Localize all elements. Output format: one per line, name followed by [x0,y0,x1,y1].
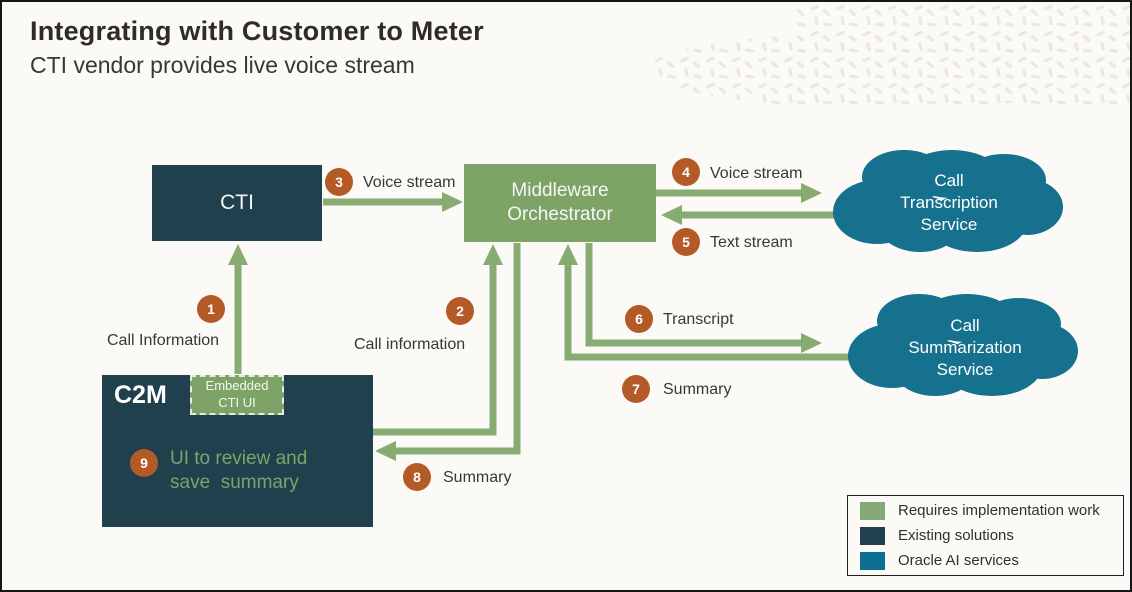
legend-swatch-implementation [860,501,885,520]
summarization-cloud-label: Call Summarization Service [908,316,1022,379]
flow-badge-1: 1 [197,295,225,323]
flow-label-5: Text stream [710,234,793,251]
decorative-texture [647,2,1130,108]
arrowhead-3 [442,192,463,212]
arrowhead-6 [801,333,822,353]
legend-row-oracle-ai: Oracle AI services [860,551,1111,570]
legend-label-existing: Existing solutions [898,527,1014,544]
transcription-cloud-label: Call Transcription Service [900,171,998,234]
flow-label-7: Summary [663,381,732,398]
flow-label-1: Call Information [107,332,220,349]
arrowhead-7 [558,244,578,265]
legend-label-implementation: Requires implementation work [898,502,1100,519]
middleware-orchestrator-node: Middleware Orchestrator [464,164,656,242]
arrowhead-1 [228,244,248,265]
legend-label-oracle-ai: Oracle AI services [898,552,1019,569]
flow-badge-4: 4 [672,158,700,186]
summarization-cloud-shape [848,294,1078,396]
flow-badge-3: 3 [325,168,353,196]
c2m-note: UI to review and save summary [170,448,308,493]
arrowhead-5 [661,205,682,225]
legend-row-existing: Existing solutions [860,526,1111,545]
cti-label: CTI [220,191,254,214]
transcription-cloud-shape [833,150,1063,252]
note-badge-9: 9 [130,449,158,477]
embedded-cti-ui-node: Embedded CTI UI [190,375,284,415]
arrow-7-summary [564,264,853,361]
flow-badge-7: 7 [622,375,650,403]
arrowhead-4 [801,183,822,203]
flow-badge-2: 2 [446,297,474,325]
middleware-label: Middleware Orchestrator [507,180,613,225]
flow-label-6: Transcript [663,311,734,328]
arrowhead-2 [483,244,503,265]
legend-row-implementation: Requires implementation work [860,501,1111,520]
cti-node: CTI [152,165,322,241]
legend-swatch-existing [860,526,885,545]
flow-label-4: Voice stream [710,165,803,182]
arrow-6-transcript [585,243,802,347]
flow-arrows [234,189,853,455]
flow-badge-6: 6 [625,305,653,333]
legend: Requires implementation work Existing so… [847,495,1124,576]
flow-label-3: Voice stream [363,174,456,191]
flow-label-2: Call information [354,336,466,353]
arrowhead-8 [375,441,396,461]
flow-arrowheads [228,183,822,461]
c2m-label: C2M [114,381,167,409]
flow-label-8: Summary [443,469,512,486]
page-title: Integrating with Customer to Meter [30,16,484,46]
embedded-cti-ui-label: Embedded CTI UI [205,378,269,410]
arrow-2-call-information [373,264,497,436]
flow-badge-5: 5 [672,228,700,256]
page-subtitle: CTI vendor provides live voice stream [30,52,415,78]
legend-swatch-oracle-ai [860,551,885,570]
flow-badge-8: 8 [403,463,431,491]
arrow-8-summary [395,243,521,455]
